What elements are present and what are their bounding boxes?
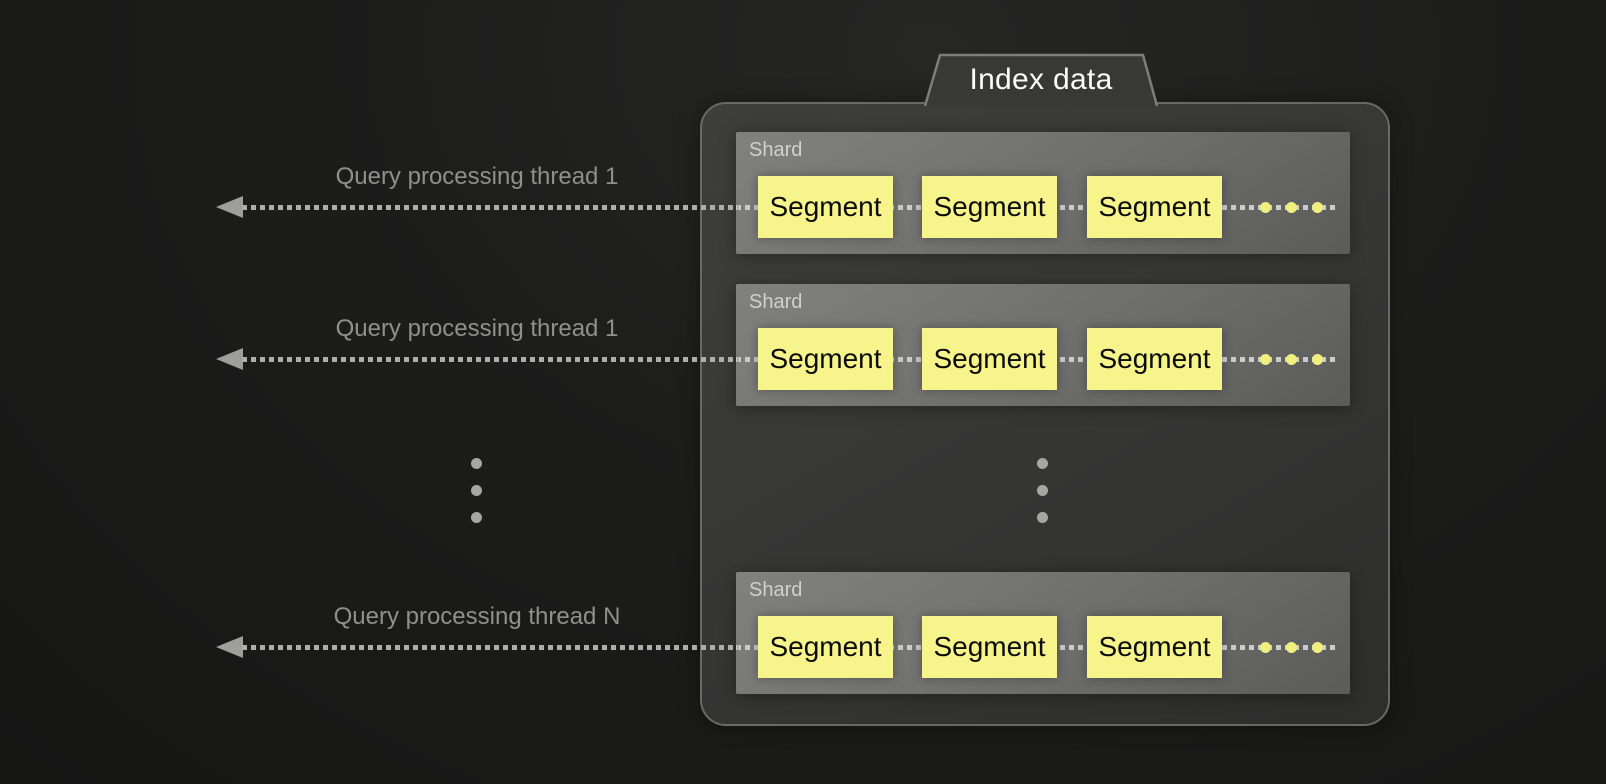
query-thread-dotted-line bbox=[242, 645, 739, 650]
shard-label: Shard bbox=[749, 579, 803, 601]
shard-label: Shard bbox=[749, 139, 803, 161]
query-thread-dotted-line bbox=[242, 205, 739, 210]
segment-box: Segment bbox=[758, 328, 893, 390]
arrow-left-icon bbox=[216, 636, 243, 658]
query-thread-label: Query processing thread N bbox=[333, 603, 621, 630]
segment-box: Segment bbox=[922, 616, 1057, 678]
arrow-left-icon bbox=[216, 348, 243, 370]
index-data-tab bbox=[923, 53, 1159, 106]
shard-box-1: Shard Segment Segment Segment bbox=[736, 132, 1350, 254]
segment-box: Segment bbox=[1087, 328, 1222, 390]
segment-box: Segment bbox=[922, 328, 1057, 390]
more-threads-ellipsis-icon bbox=[471, 458, 482, 523]
segment-box: Segment bbox=[1087, 616, 1222, 678]
segment-box: Segment bbox=[1087, 176, 1222, 238]
shard-box-2: Shard Segment Segment Segment bbox=[736, 284, 1350, 406]
query-thread-label: Query processing thread 1 bbox=[335, 163, 619, 190]
index-data-tab-label: Index data bbox=[969, 63, 1113, 96]
more-shards-ellipsis-icon bbox=[1037, 458, 1048, 523]
shard-label: Shard bbox=[749, 291, 803, 313]
arrow-left-icon bbox=[216, 196, 243, 218]
segment-box: Segment bbox=[758, 616, 893, 678]
shard-box-3: Shard Segment Segment Segment bbox=[736, 572, 1350, 694]
more-segments-ellipsis-icon bbox=[1260, 202, 1323, 213]
query-thread-dotted-line bbox=[242, 357, 739, 362]
segment-box: Segment bbox=[758, 176, 893, 238]
segment-box: Segment bbox=[922, 176, 1057, 238]
query-thread-label: Query processing thread 1 bbox=[335, 315, 619, 342]
more-segments-ellipsis-icon bbox=[1260, 642, 1323, 653]
more-segments-ellipsis-icon bbox=[1260, 354, 1323, 365]
